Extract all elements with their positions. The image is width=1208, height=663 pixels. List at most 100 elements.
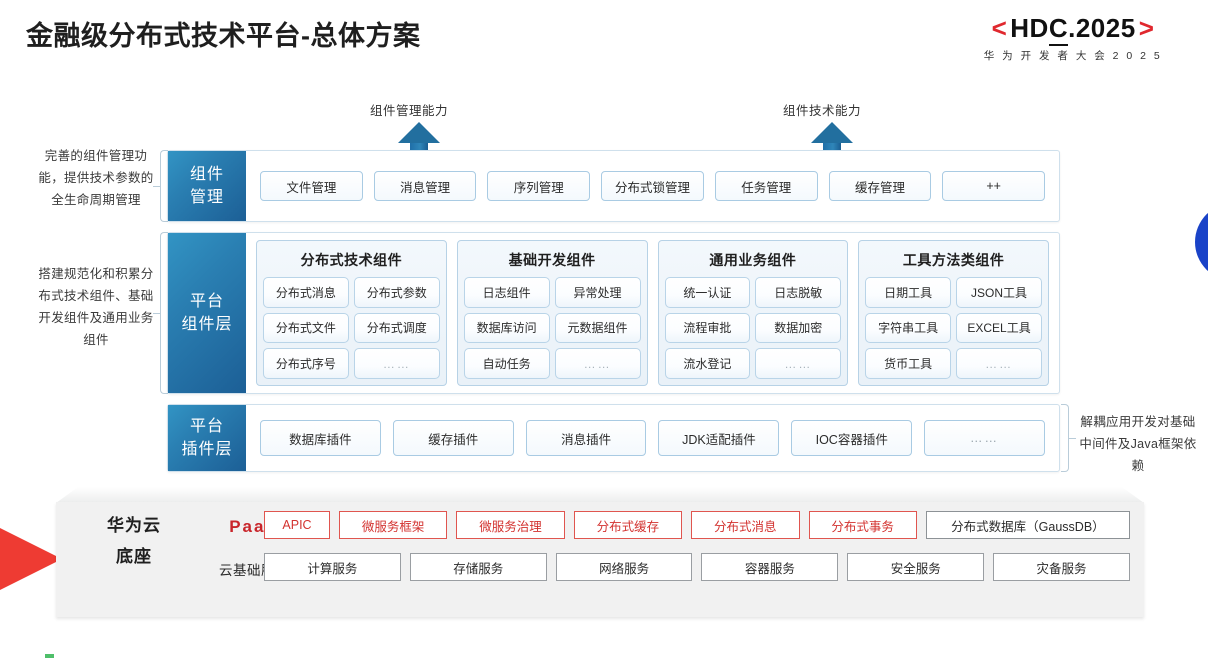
svc-container[interactable]: 容器服务	[701, 553, 839, 581]
tier-platform-plugin-layer: 平台 插件层 数据库插件 缓存插件 消息插件 JDK适配插件 IOC容器插件 ……	[167, 404, 1060, 472]
svc-microservice-framework[interactable]: 微服务框架	[339, 511, 448, 539]
cloud-infrastructure-services-row: 计算服务 存储服务 网络服务 容器服务 安全服务 灾备服务	[264, 553, 1130, 581]
pill-add-more[interactable]: ++	[942, 171, 1046, 201]
tier-label-line2: 插件层	[181, 441, 233, 458]
chip-transaction-registration[interactable]: 流水登记	[664, 348, 751, 379]
brace-management	[160, 150, 168, 222]
chip-distributed-message[interactable]: 分布式消息	[263, 277, 349, 308]
chip-more[interactable]: ……	[554, 348, 641, 379]
tier-label-line2: 组件层	[181, 316, 233, 333]
paas-services-row: APIC 微服务框架 微服务治理 分布式缓存 分布式消息 分布式事务 分布式数据…	[264, 511, 1130, 539]
chip-distributed-scheduling[interactable]: 分布式调度	[353, 312, 440, 344]
pill-jdk-adapter-plugin[interactable]: JDK适配插件	[658, 420, 780, 456]
svc-apic[interactable]: APIC	[264, 511, 330, 539]
group-title: 通用业务组件	[709, 252, 797, 268]
group-general-business-components: 通用业务组件 统一认证 日志脱敏 流程审批 数据加密 流水登记 ……	[657, 240, 849, 386]
plugin-items: 数据库插件 缓存插件 消息插件 JDK适配插件 IOC容器插件 ……	[246, 405, 1059, 471]
brace-nub-management	[153, 186, 160, 187]
logo-right-bracket: >	[1138, 13, 1155, 43]
tier-platform-component-layer: 平台 组件层 分布式技术组件 分布式消息 分布式参数 分布式文件 分布式调度 分…	[167, 232, 1060, 394]
chip-date-tool[interactable]: 日期工具	[865, 277, 952, 308]
arrow-head	[398, 122, 440, 143]
tier-label-line1: 平台	[189, 292, 224, 310]
hdc-logo-main: <HDC.2025>	[948, 13, 1198, 46]
pill-distributed-lock-management[interactable]: 分布式锁管理	[601, 171, 704, 201]
chip-string-tool[interactable]: 字符串工具	[865, 312, 952, 344]
group-title: 工具方法类组件	[902, 252, 1005, 268]
green-mark-decoration	[45, 654, 54, 658]
group-tool-method-components: 工具方法类组件 日期工具 JSON工具 字符串工具 EXCEL工具 货币工具 ……	[858, 240, 1049, 386]
chip-data-encryption[interactable]: 数据加密	[755, 312, 842, 344]
logo-text-hd: HD	[1010, 13, 1049, 43]
brace-nub-plugin	[1069, 438, 1076, 439]
chip-more[interactable]: ……	[755, 348, 842, 379]
component-groups: 分布式技术组件 分布式消息 分布式参数 分布式文件 分布式调度 分布式序号 ………	[246, 233, 1059, 393]
svc-storage[interactable]: 存储服务	[409, 553, 547, 581]
svc-distributed-cache[interactable]: 分布式缓存	[573, 511, 683, 539]
group-basic-dev-components: 基础开发组件 日志组件 异常处理 数据库访问 元数据组件 自动任务 ……	[456, 240, 648, 386]
chip-log-component[interactable]: 日志组件	[463, 277, 550, 308]
chip-distributed-file[interactable]: 分布式文件	[263, 312, 349, 344]
note-management-capability: 完善的组件管理功能，提供技术参数的全生命周期管理	[38, 149, 154, 207]
chip-auto-task[interactable]: 自动任务	[463, 348, 550, 379]
pill-message-plugin[interactable]: 消息插件	[525, 420, 647, 456]
chip-currency-tool[interactable]: 货币工具	[865, 348, 952, 379]
chip-more[interactable]: ……	[956, 348, 1042, 379]
pill-more[interactable]: ……	[924, 420, 1045, 456]
tier-component-management: 组件 管理 文件管理 消息管理 序列管理 分布式锁管理 任务管理 缓存管理 ++	[167, 150, 1060, 222]
group-chip-grid: 分布式消息 分布式参数 分布式文件 分布式调度 分布式序号 ……	[263, 277, 440, 379]
chip-database-access[interactable]: 数据库访问	[463, 312, 550, 344]
pill-cache-plugin[interactable]: 缓存插件	[392, 420, 514, 456]
pill-database-plugin[interactable]: 数据库插件	[260, 420, 381, 456]
chip-distributed-parameter[interactable]: 分布式参数	[353, 277, 440, 308]
svc-distributed-database-gaussdb[interactable]: 分布式数据库（GaussDB）	[925, 511, 1130, 539]
chip-more[interactable]: ……	[353, 348, 440, 379]
svc-distributed-message[interactable]: 分布式消息	[691, 511, 800, 539]
red-wedge-decoration	[0, 497, 62, 621]
chip-distributed-sequence[interactable]: 分布式序号	[263, 348, 349, 379]
chip-log-desensitization[interactable]: 日志脱敏	[755, 277, 842, 308]
pill-message-management[interactable]: 消息管理	[373, 171, 477, 201]
svc-compute[interactable]: 计算服务	[264, 553, 401, 581]
tier-label-component-management: 组件 管理	[168, 151, 246, 221]
chip-exception-handling[interactable]: 异常处理	[554, 277, 641, 308]
brace-nub-component	[153, 313, 160, 314]
group-title: 基础开发组件	[508, 252, 596, 268]
blue-circle-decoration	[1195, 203, 1208, 281]
pill-ioc-container-plugin[interactable]: IOC容器插件	[791, 420, 913, 456]
note-component-layer: 搭建规范化和积累分布式技术组件、基础开发组件及通用业务组件	[38, 267, 154, 347]
group-distributed-tech-components: 分布式技术组件 分布式消息 分布式参数 分布式文件 分布式调度 分布式序号 ……	[256, 240, 447, 386]
pill-task-management[interactable]: 任务管理	[714, 171, 818, 201]
hdc-logo-subtitle: 华 为 开 发 者 大 会 2 0 2 5	[983, 50, 1163, 62]
foundation-title-line2: 底座	[116, 546, 152, 566]
pill-file-management[interactable]: 文件管理	[260, 171, 363, 201]
svc-distributed-transaction[interactable]: 分布式事务	[808, 511, 917, 539]
logo-left-bracket: <	[991, 13, 1008, 43]
group-chip-grid: 日志组件 异常处理 数据库访问 元数据组件 自动任务 ……	[463, 277, 641, 379]
slab-top-bevel	[56, 487, 1144, 503]
svc-disaster-recovery[interactable]: 灾备服务	[993, 553, 1130, 581]
group-title: 分布式技术组件	[300, 252, 403, 268]
chip-metadata-component[interactable]: 元数据组件	[554, 312, 641, 344]
svc-network[interactable]: 网络服务	[555, 553, 693, 581]
chip-excel-tool[interactable]: EXCEL工具	[956, 312, 1042, 344]
group-chip-grid: 日期工具 JSON工具 字符串工具 EXCEL工具 货币工具 ……	[865, 277, 1042, 379]
group-chip-grid: 统一认证 日志脱敏 流程审批 数据加密 流水登记 ……	[664, 277, 842, 379]
chip-process-approval[interactable]: 流程审批	[664, 312, 751, 344]
chip-unified-authentication[interactable]: 统一认证	[664, 277, 751, 308]
note-plugin-layer: 解耦应用开发对基础中间件及Java框架依赖	[1079, 415, 1197, 473]
pill-cache-management[interactable]: 缓存管理	[828, 171, 932, 201]
tier-label-platform-plugin-layer: 平台 插件层	[168, 405, 246, 471]
arrow-head	[811, 122, 853, 143]
chip-json-tool[interactable]: JSON工具	[956, 277, 1042, 308]
logo-text-c: C	[1048, 13, 1069, 46]
pill-sequence-management[interactable]: 序列管理	[487, 171, 591, 201]
svc-security[interactable]: 安全服务	[847, 553, 985, 581]
foundation-title-line1: 华为云	[107, 516, 161, 535]
arrow-label-management-capability: 组件管理能力	[370, 104, 449, 118]
huawei-cloud-foundation: 华为云 底座 PaaS 云基础服务 APIC 微服务框架 微服务治理 分布式缓存…	[56, 487, 1144, 617]
tier-label-line1: 组件	[189, 165, 224, 183]
svc-microservice-governance[interactable]: 微服务治理	[456, 511, 565, 539]
brace-component	[160, 232, 168, 394]
